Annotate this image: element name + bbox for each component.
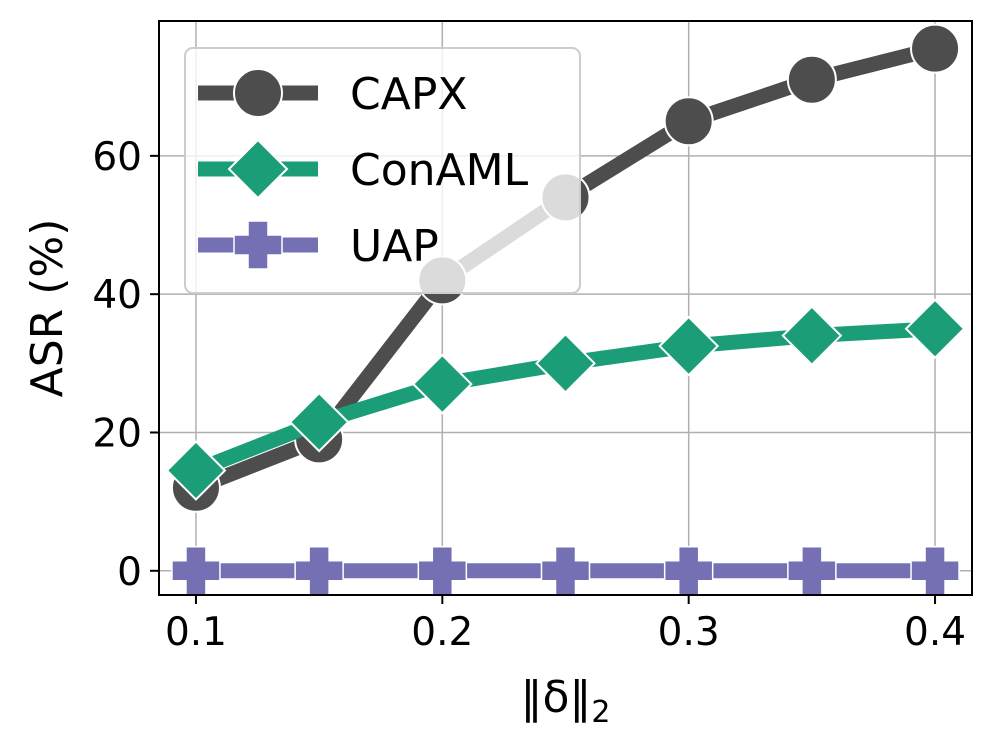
data-point-conaml: [411, 353, 473, 415]
data-point-conaml: [535, 332, 596, 394]
data-point-uap: [417, 546, 468, 596]
data-point-uap: [294, 546, 344, 596]
legend-label: UAP: [350, 221, 439, 272]
legend-item-conaml: ConAML: [198, 138, 529, 200]
y-axis-title: ASR (%): [22, 219, 73, 398]
data-point-uap: [171, 546, 221, 596]
data-point-conaml: [165, 440, 227, 501]
x-tick-label: 0.1: [165, 610, 227, 655]
x-axis-title-subscript: 2: [591, 695, 610, 730]
data-point-conaml: [904, 298, 966, 360]
data-point-uap: [663, 546, 714, 596]
data-point-conaml: [781, 305, 843, 367]
x-tick-label: 0.4: [904, 610, 966, 655]
x-axis-title-main: ‖δ‖: [520, 672, 591, 723]
data-point-capx: [910, 23, 961, 74]
legend-item-uap: UAP: [198, 220, 439, 272]
plot-frame: [158, 20, 973, 596]
y-tick-label: 20: [92, 411, 142, 456]
data-point-conaml: [288, 391, 350, 453]
data-point-uap: [540, 546, 591, 596]
legend-label: CAPX: [350, 69, 468, 120]
legend: CAPX ConAML UAP: [184, 47, 581, 294]
legend-box: [184, 47, 581, 294]
ticks: 0.1 0.2 0.3 0.4 0 20 40 60: [92, 135, 966, 655]
y-tick-label: 0: [117, 550, 142, 595]
x-tick-label: 0.3: [658, 610, 720, 655]
legend-item-capx: CAPX: [198, 68, 468, 120]
legend-swatch-marker: [233, 220, 283, 270]
legend-label: ConAML: [350, 145, 529, 196]
x-axis-title: ‖δ‖2: [520, 672, 610, 730]
y-tick-label: 60: [92, 135, 142, 180]
data-point-capx: [786, 54, 837, 105]
data-point-uap: [787, 546, 837, 596]
series-conaml: [165, 298, 966, 501]
data-point-uap: [910, 546, 960, 596]
series-uap: [171, 546, 960, 596]
data-point-conaml: [658, 315, 720, 377]
legend-swatch-marker: [233, 68, 283, 118]
x-tick-label: 0.2: [411, 610, 473, 655]
data-point-capx: [663, 96, 714, 147]
legend-swatch-marker: [227, 138, 289, 200]
y-tick-label: 40: [92, 273, 142, 318]
